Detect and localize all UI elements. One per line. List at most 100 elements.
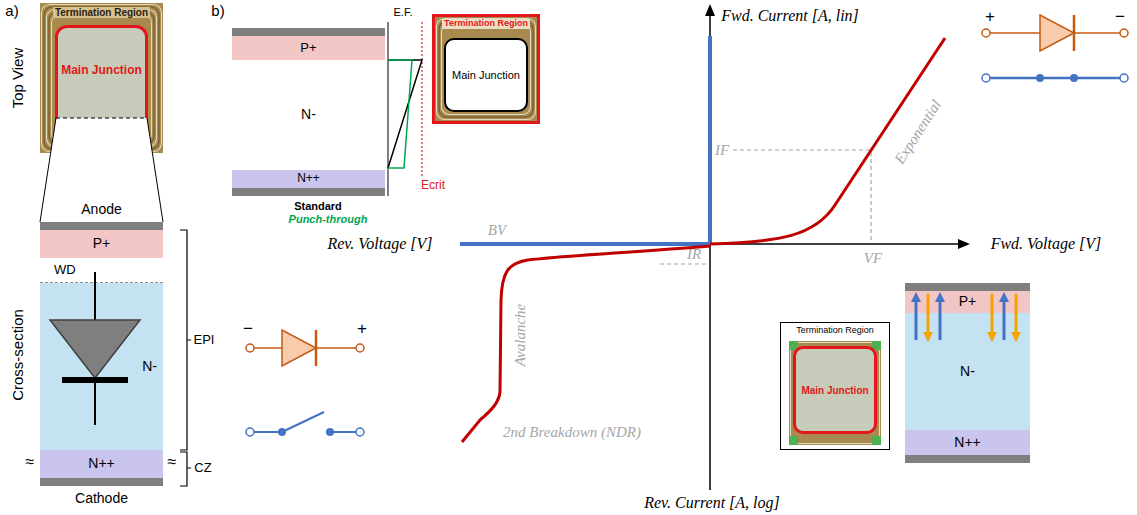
n-minus-layer: N- — [905, 313, 1030, 430]
zoom-line — [147, 118, 163, 222]
carrier-arrowhead — [935, 292, 945, 302]
junction-label: Main Junction — [61, 64, 142, 77]
junction-label: Main Junction — [452, 69, 520, 81]
view-label: Cross-section — [10, 309, 27, 401]
termination-ring — [439, 21, 533, 117]
axis-label: E.F. — [394, 6, 413, 18]
axis-label: Rev. Current [A, log] — [644, 494, 780, 512]
n-plus-plus-layer: N++ — [905, 430, 1030, 455]
terminal — [1120, 29, 1128, 37]
p-plus-layer: P+ — [905, 291, 1030, 313]
punch-through-field-profile — [388, 60, 412, 168]
carrier-arrows — [911, 292, 1021, 342]
p-plus-layer: P+ — [232, 36, 385, 60]
panel-letter: a) — [5, 3, 18, 20]
diode-triangle — [282, 330, 316, 366]
metal-contact — [232, 28, 385, 36]
parameter-label: IF — [715, 142, 729, 159]
wire — [254, 347, 282, 349]
diode-bar — [62, 377, 128, 383]
carrier-arrowhead — [911, 292, 921, 302]
layer-label: P+ — [300, 41, 316, 55]
layer-label: N- — [301, 107, 316, 122]
field-axis — [388, 22, 389, 196]
bracket-label: CZ — [194, 461, 211, 475]
carrier-arrow — [939, 300, 942, 340]
chip-die — [435, 17, 537, 121]
inset-panel: Termination RegionMain Junction — [780, 322, 890, 450]
wire — [1074, 32, 1120, 34]
axis-label: Fwd. Voltage [V] — [991, 235, 1102, 253]
guide-line — [660, 263, 707, 264]
layer-label: N- — [142, 359, 157, 374]
parameter-label: BV — [488, 222, 506, 239]
terminal-label: Anode — [81, 202, 121, 217]
corner-highlight — [789, 436, 798, 445]
carrier-arrow — [927, 294, 930, 334]
carrier-arrow — [1015, 294, 1018, 334]
diode-symbol — [982, 15, 1128, 51]
diode-lead — [94, 383, 96, 425]
termination-ring — [437, 19, 536, 120]
bracket-label: EPI — [194, 333, 215, 347]
view-label: Top View — [10, 48, 27, 109]
terminal — [246, 428, 254, 436]
n-plus-plus-layer: N++ — [40, 450, 163, 478]
metal-contact — [905, 455, 1030, 463]
terminal — [246, 344, 254, 352]
break-mark: ≈ — [26, 453, 35, 471]
region-annotation: Avalanche — [512, 304, 529, 366]
axis-arrowhead — [705, 4, 715, 16]
region-label: Termination Region — [53, 7, 150, 18]
diode-triangle — [1040, 15, 1074, 51]
p-plus-layer: P+ — [40, 230, 163, 258]
region-label: Termination Region — [442, 19, 530, 29]
polarity-sign: + — [357, 320, 367, 339]
polarity-sign: − — [1115, 8, 1125, 27]
wire — [254, 431, 282, 433]
main-junction: Main Junction — [793, 346, 877, 434]
diode-bar — [315, 330, 318, 366]
polarity-sign: − — [243, 320, 253, 339]
n-minus-layer: N- — [232, 60, 385, 170]
chip-die — [789, 341, 881, 445]
main-junction: Main Junction — [444, 38, 528, 112]
guide-line — [733, 150, 871, 242]
layer-label: P+ — [93, 236, 111, 251]
ideal-reverse-line — [460, 242, 710, 246]
zoom-region — [40, 118, 163, 222]
carrier-arrowhead — [987, 332, 997, 342]
cut-line — [56, 117, 147, 118]
wire — [316, 347, 356, 349]
parameter-label: VF — [864, 250, 882, 267]
chip-photo: Termination RegionMain Junction — [432, 14, 540, 124]
contact-dot — [1036, 74, 1044, 82]
terminal-label: Cathode — [75, 491, 128, 506]
termination-ring — [442, 24, 531, 115]
open-switch — [246, 412, 364, 436]
carrier-arrow — [991, 294, 994, 334]
terminal — [982, 29, 990, 37]
layer-label: P+ — [959, 294, 977, 309]
wire — [330, 431, 356, 433]
layer-label: N++ — [954, 435, 980, 450]
diode-triangle — [50, 320, 140, 378]
polarity-sign: + — [985, 8, 995, 27]
carrier-arrowhead — [1011, 332, 1021, 342]
anode-contact: Anode — [40, 222, 163, 230]
junction-label: Main Junction — [801, 385, 868, 396]
layer-label: N- — [960, 364, 975, 379]
depletion-region: WD — [40, 258, 163, 283]
carrier-arrowhead — [999, 292, 1009, 302]
region-annotation: 2nd Breakdown (NDR) — [503, 424, 641, 441]
critical-field-line — [421, 22, 422, 176]
layer-label: N++ — [297, 172, 320, 185]
metal-contact — [905, 283, 1030, 291]
axis-label: Fwd. Current [A, lin] — [721, 7, 859, 25]
switch-arm — [282, 412, 324, 432]
axis-arrowhead — [958, 239, 970, 249]
terminal — [356, 428, 364, 436]
standard-field-profile — [388, 60, 422, 168]
current-axis — [709, 14, 711, 490]
